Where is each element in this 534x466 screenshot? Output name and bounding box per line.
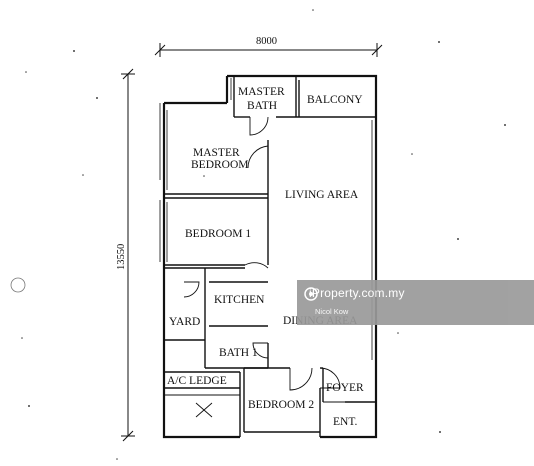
scan-specks — [21, 9, 506, 460]
interior-walls — [164, 76, 376, 437]
height-dimension-label: 13550 — [116, 244, 127, 270]
room-label-foyer: FOYER — [326, 382, 364, 394]
room-label-master-bath-line2: BATH — [247, 100, 277, 112]
room-label-bedroom-1: BEDROOM 1 — [185, 228, 251, 240]
room-label-entrance: ENT. — [333, 416, 358, 428]
outer-walls — [162, 74, 378, 439]
watermark-banner: iProperty.com.my Nicol Kow — [297, 280, 534, 325]
room-label-bedroom-2: BEDROOM 2 — [248, 399, 314, 411]
door-swings — [183, 116, 345, 403]
room-label-balcony: BALCONY — [307, 94, 363, 106]
room-label-ac-ledge: A/C LEDGE — [167, 375, 227, 387]
room-label-master-bedroom: MASTER — [193, 147, 240, 159]
width-dimension-label: 8000 — [256, 36, 277, 47]
room-label-bath-1: BATH 1 — [219, 347, 258, 359]
punch-hole-mark — [10, 277, 26, 293]
ac-ledge-grating — [164, 394, 240, 418]
iproperty-logo-icon — [304, 287, 318, 301]
dimension-left — [121, 68, 135, 442]
watermark-agent: Nicol Kow — [315, 307, 349, 316]
room-label-yard: YARD — [169, 316, 200, 328]
dimension-top — [154, 43, 383, 57]
room-label-master-bedroom-line2: BEDROOM — [191, 159, 249, 171]
room-label-master-bath: MASTER — [238, 86, 285, 98]
room-label-living-area: LIVING AREA — [285, 189, 359, 201]
room-label-kitchen: KITCHEN — [214, 294, 265, 306]
watermark-site: iProperty.com.my — [309, 286, 405, 300]
